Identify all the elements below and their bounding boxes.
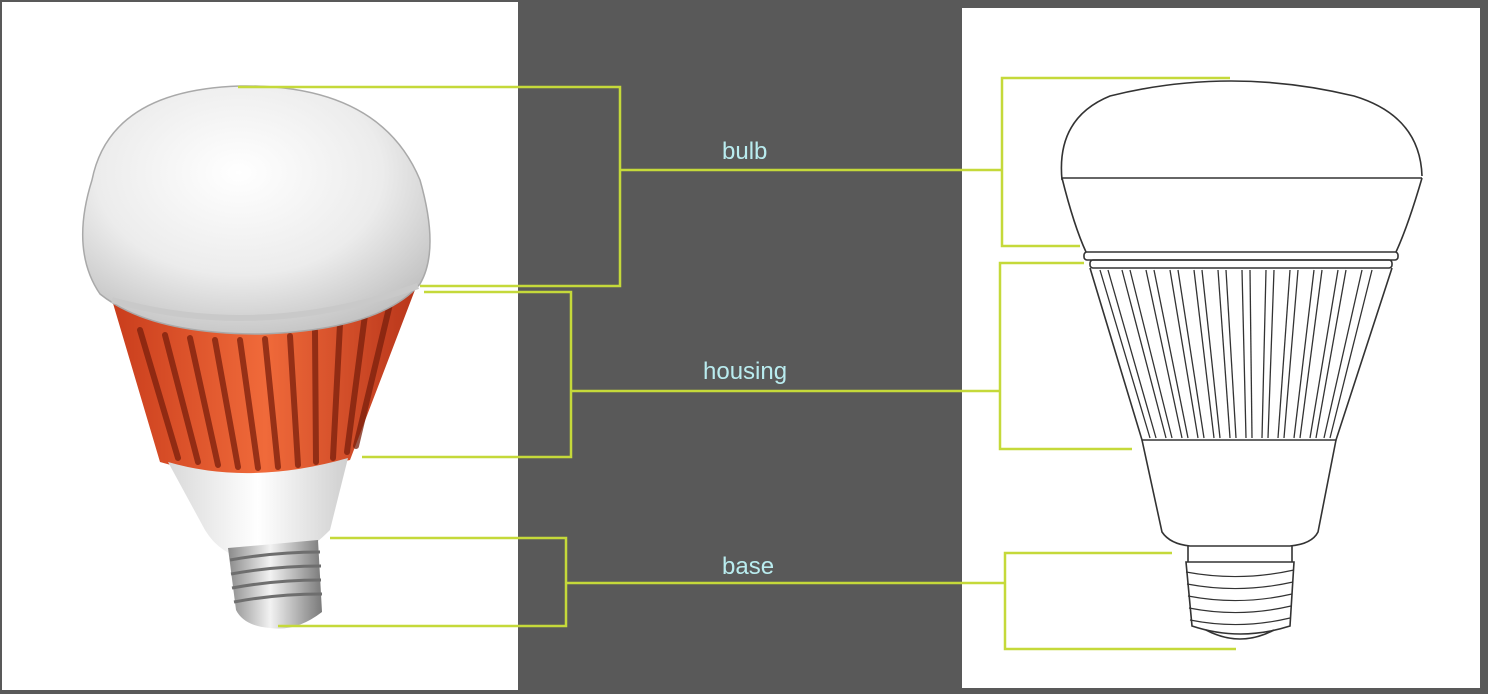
led-bulb-photo-icon <box>81 85 431 629</box>
bulb-leader-lines <box>238 76 1230 288</box>
label-base: base <box>722 553 775 580</box>
housing-leader-lines <box>362 261 1132 459</box>
led-bulb-line-drawing-icon <box>1060 80 1423 640</box>
base-leader-lines <box>278 536 1236 651</box>
label-housing: housing <box>703 358 788 385</box>
drawing-panel <box>962 8 1480 688</box>
label-bulb: bulb <box>722 138 768 165</box>
